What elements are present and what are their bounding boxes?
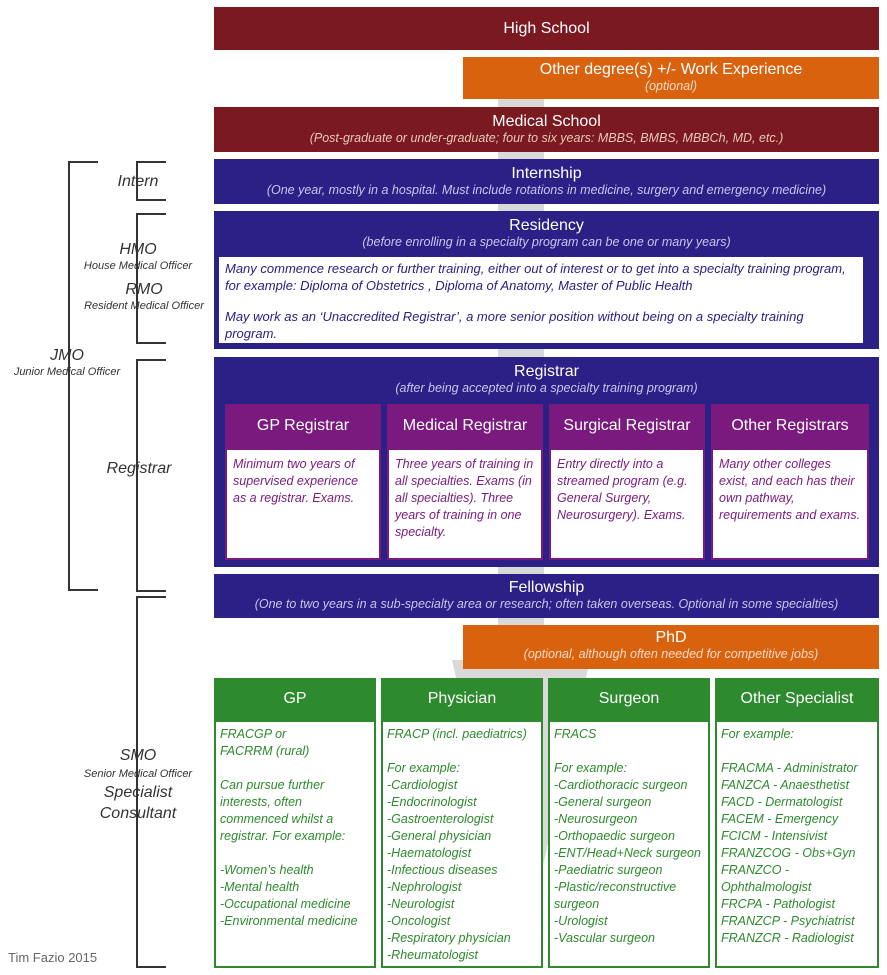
medical-registrar-header: Medical Registrar	[387, 404, 543, 448]
medical-school-subtitle: (Post-graduate or under-graduate; four t…	[309, 131, 784, 145]
residency-title: Residency	[509, 217, 584, 234]
physician-details: FRACP (incl. paediatrics) For example: -…	[381, 720, 543, 968]
gp-registrar-header: GP Registrar	[225, 404, 381, 448]
phd-bar: PhD (optional, although often needed for…	[463, 625, 879, 669]
hmo-rmo-bracket	[136, 213, 166, 344]
internship-bar: Internship (One year, mostly in a hospit…	[214, 159, 879, 204]
hmo-text: HMO	[119, 241, 157, 258]
credit-text: Tim Fazio 2015	[8, 950, 98, 965]
medical-school-bar: Medical School (Post-graduate or under-g…	[214, 107, 879, 152]
registrar-bracket	[136, 359, 166, 592]
gp-registrar-details: Minimum two years of supervised experien…	[225, 448, 381, 560]
hmo-label: HMO House Medical Officer	[76, 240, 200, 273]
physician-header: Physician	[381, 678, 543, 720]
rmo-text: RMO	[125, 281, 163, 298]
residency-note-1: Many commence research or further traini…	[225, 261, 846, 293]
rmo-label: RMO Resident Medical Officer	[70, 280, 218, 313]
registrar-subtitle: (after being accepted into a specialty t…	[395, 381, 698, 395]
residency-note-2: May work as an ‘Unaccredited Registrar’,…	[225, 309, 804, 341]
phd-subtitle: (optional, although often needed for com…	[523, 647, 819, 661]
rmo-full-text: Resident Medical Officer	[84, 300, 204, 312]
phd-title: PhD	[655, 629, 687, 646]
surgeon-details: FRACS For example: -Cardiothoracic surge…	[548, 720, 710, 968]
consultant-text: Consultant	[99, 805, 177, 822]
other-degree-subtitle: (optional)	[644, 79, 698, 93]
residency-notes: Many commence research or further traini…	[219, 257, 863, 343]
medical-registrar-details: Three years of training in all specialti…	[387, 448, 543, 560]
surgical-registrar-header: Surgical Registrar	[549, 404, 705, 448]
internship-subtitle: (One year, mostly in a hospital. Must in…	[266, 183, 827, 197]
jmo-text: JMO	[50, 347, 84, 364]
surgical-registrar-details: Entry directly into a streamed program (…	[549, 448, 705, 560]
high-school-bar: High School	[214, 7, 879, 50]
gp-details: FRACGP or FACRRM (rural) Can pursue furt…	[214, 720, 376, 968]
jmo-label: JMO Junior Medical Officer	[2, 346, 132, 379]
jmo-bracket	[68, 161, 98, 591]
intern-bracket	[136, 161, 166, 201]
specialist-text: Specialist	[103, 784, 173, 801]
surgeon-header: Surgeon	[548, 678, 710, 720]
registrar-text: Registrar	[106, 460, 172, 477]
internship-title: Internship	[511, 165, 582, 182]
intern-label: Intern	[98, 172, 178, 191]
intern-text: Intern	[117, 173, 159, 190]
residency-subtitle: (before enrolling in a specialty program…	[362, 235, 731, 249]
smo-bracket	[136, 596, 166, 968]
other-registrars-header: Other Registrars	[711, 404, 869, 448]
smo-text: SMO	[119, 747, 157, 764]
other-registrars-details: Many other colleges exist, and each has …	[711, 448, 869, 560]
fellowship-title: Fellowship	[508, 579, 585, 596]
high-school-title: High School	[503, 20, 590, 37]
fellowship-bar: Fellowship (One to two years in a sub-sp…	[214, 574, 879, 618]
registrar-title: Registrar	[514, 363, 579, 380]
jmo-full-text: Junior Medical Officer	[13, 366, 121, 378]
medical-school-title: Medical School	[492, 113, 601, 130]
gp-header: GP	[214, 678, 376, 720]
other-specialist-header: Other Specialist	[715, 678, 879, 720]
smo-label: SMO Senior Medical Officer Specialist Co…	[74, 746, 202, 823]
fellowship-subtitle: (One to two years in a sub-specialty are…	[254, 597, 839, 611]
other-degree-bar: Other degree(s) +/- Work Experience (opt…	[463, 57, 879, 99]
smo-full-text: Senior Medical Officer	[83, 768, 193, 780]
other-specialist-details: For example: FRACMA - Administrator FANZ…	[715, 720, 879, 968]
other-degree-title: Other degree(s) +/- Work Experience	[539, 61, 803, 78]
hmo-full-text: House Medical Officer	[83, 260, 193, 272]
registrar-label: Registrar	[96, 459, 182, 478]
